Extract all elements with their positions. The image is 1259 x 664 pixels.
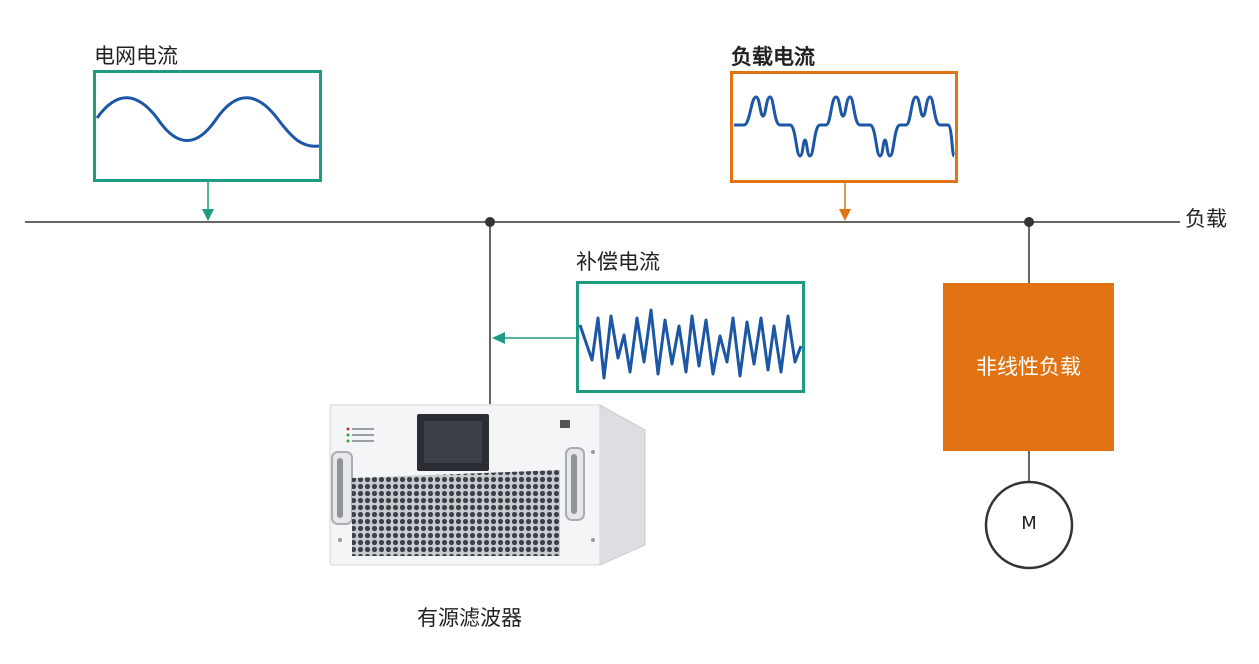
arrow-down-icon bbox=[202, 181, 214, 221]
arrow-left-icon bbox=[492, 332, 577, 344]
arrow-down-icon bbox=[839, 182, 851, 221]
apf-cabinet-icon bbox=[329, 404, 646, 566]
motor-icon bbox=[984, 480, 1074, 570]
compensation-current-wave bbox=[578, 308, 803, 380]
load-current-wave bbox=[734, 95, 956, 158]
grid-current-wave bbox=[95, 96, 320, 148]
nonlinear-load-label: 非线性负载 bbox=[976, 355, 1081, 379]
active-filter-label: 有源滤波器 bbox=[417, 606, 522, 630]
load-current-box bbox=[730, 71, 958, 183]
load-label: 负载 bbox=[1185, 207, 1227, 231]
motor-label: M bbox=[1021, 513, 1037, 534]
load-current-label: 负载电流 bbox=[731, 45, 815, 69]
compensation-current-label: 补偿电流 bbox=[576, 250, 660, 274]
grid-current-label: 电网电流 bbox=[94, 44, 178, 68]
grid-current-box bbox=[93, 70, 322, 182]
nonlinear-load-block bbox=[943, 283, 1114, 451]
